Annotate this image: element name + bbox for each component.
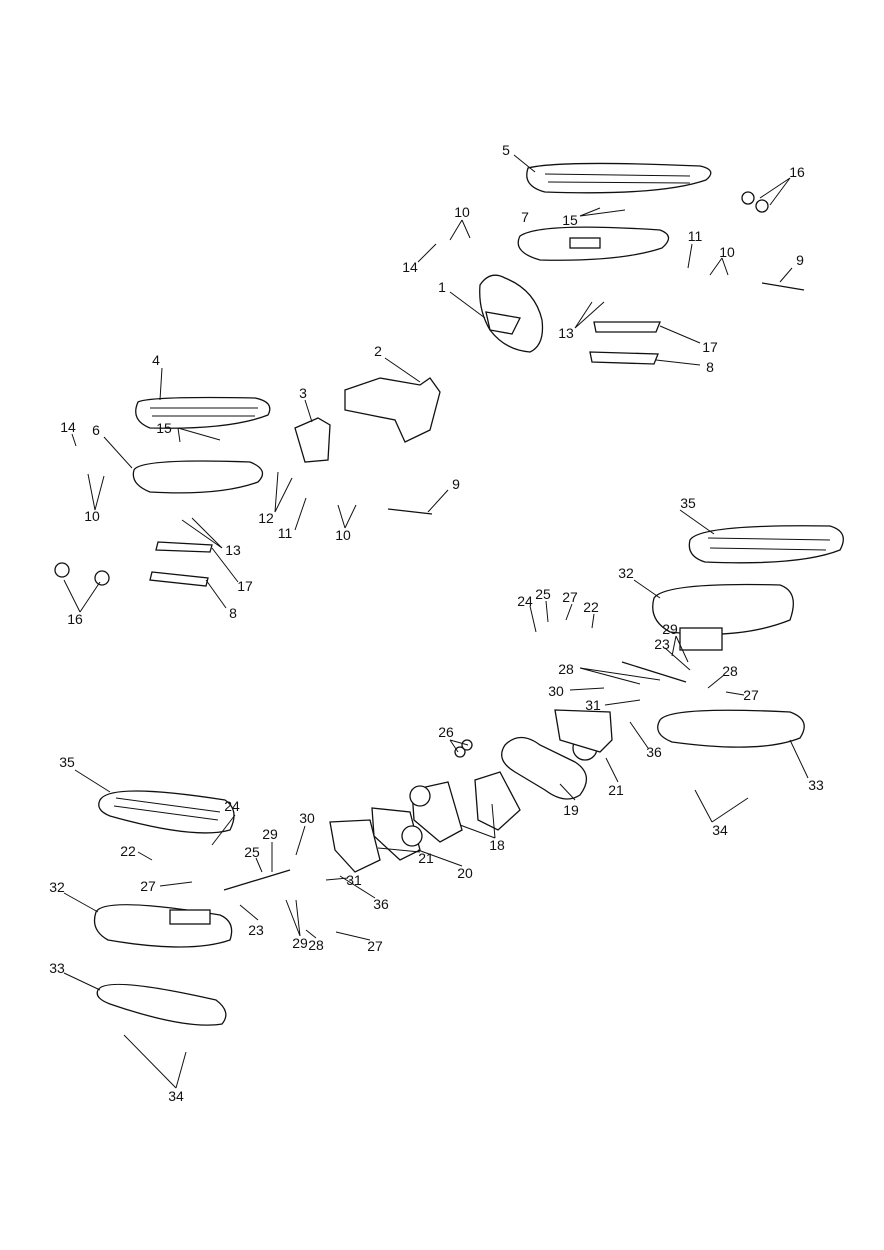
callout-label: 25 xyxy=(535,586,551,602)
callout-label: 27 xyxy=(367,938,383,954)
callout-label: 30 xyxy=(548,683,564,699)
callout-label: 15 xyxy=(562,212,578,228)
callout-label: 10 xyxy=(719,244,735,260)
callout-label: 17 xyxy=(237,578,253,594)
callout-label: 24 xyxy=(224,798,240,814)
callout-label: 16 xyxy=(67,611,83,627)
footboard-part-35-right xyxy=(688,525,844,564)
callout-label: 36 xyxy=(373,896,389,912)
callout-label: 18 xyxy=(489,837,505,853)
callout-label: 19 xyxy=(563,802,579,818)
leader-lines xyxy=(63,154,809,1089)
footboard-mount-part-6 xyxy=(132,460,264,494)
callout-label: 9 xyxy=(452,476,460,492)
callout-label: 33 xyxy=(808,777,824,793)
callout-label: 28 xyxy=(722,663,738,679)
callout-label: 29 xyxy=(292,935,308,951)
callout-label: 10 xyxy=(84,508,100,524)
callout-label: 2 xyxy=(374,343,382,359)
callout-label: 32 xyxy=(49,879,65,895)
bracket-part-1 xyxy=(479,274,544,353)
callout-label: 13 xyxy=(558,325,574,341)
callout-label: 25 xyxy=(244,844,260,860)
callout-label: 14 xyxy=(60,419,76,435)
callout-label: 29 xyxy=(262,826,278,842)
cover-part-3 xyxy=(294,417,331,463)
callout-label: 28 xyxy=(558,661,574,677)
board-part-32-left xyxy=(93,904,233,948)
callout-label: 12 xyxy=(258,510,274,526)
callout-label: 8 xyxy=(706,359,714,375)
callout-label: 11 xyxy=(277,525,293,541)
callout-label: 36 xyxy=(646,744,662,760)
callout-label: 34 xyxy=(712,822,728,838)
callout-label: 9 xyxy=(796,252,804,268)
callout-label: 13 xyxy=(225,542,241,558)
callout-label: 33 xyxy=(49,960,65,976)
callout-label: 31 xyxy=(585,697,601,713)
callout-label: 10 xyxy=(454,204,470,220)
cover-part-33-right xyxy=(657,709,805,748)
callout-label: 7 xyxy=(521,209,529,225)
callout-label: 30 xyxy=(299,810,315,826)
callout-label: 35 xyxy=(680,495,696,511)
callout-label: 15 xyxy=(156,420,172,436)
callout-label: 17 xyxy=(702,339,718,355)
footboard-part-4 xyxy=(135,396,271,429)
callout-label: 29 xyxy=(662,621,678,637)
callout-label: 16 xyxy=(789,164,805,180)
callout-label: 3 xyxy=(299,385,307,401)
callout-label: 5 xyxy=(502,142,510,158)
footboard-part-5 xyxy=(526,162,712,194)
callout-label: 31 xyxy=(346,872,362,888)
callout-label: 10 xyxy=(335,527,351,543)
callout-label: 8 xyxy=(229,605,237,621)
callout-label: 27 xyxy=(562,589,578,605)
bracket-part-2 xyxy=(344,377,441,443)
callout-label: 26 xyxy=(438,724,454,740)
callout-label: 34 xyxy=(168,1088,184,1104)
callout-label: 23 xyxy=(248,922,264,938)
callout-label: 24 xyxy=(517,593,533,609)
cover-part-33-left xyxy=(96,983,227,1026)
callout-label: 35 xyxy=(59,754,75,770)
callout-label: 22 xyxy=(583,599,599,615)
callout-label: 11 xyxy=(687,228,703,244)
callout-label: 6 xyxy=(92,422,100,438)
callout-label: 14 xyxy=(402,259,418,275)
footboard-mount-part-7 xyxy=(517,226,670,261)
callout-label: 32 xyxy=(618,565,634,581)
callout-label: 1 xyxy=(438,279,446,295)
callout-label: 21 xyxy=(418,850,434,866)
callout-label: 20 xyxy=(457,865,473,881)
callout-label: 28 xyxy=(308,937,324,953)
arm-part-19 xyxy=(501,736,587,800)
callout-label: 21 xyxy=(608,782,624,798)
footboard-part-35-left xyxy=(98,790,235,834)
callout-label: 23 xyxy=(654,636,670,652)
board-part-32-right xyxy=(652,583,794,651)
callout-label: 4 xyxy=(152,352,160,368)
callout-label: 27 xyxy=(743,687,759,703)
callout-label: 27 xyxy=(140,878,156,894)
callout-label: 22 xyxy=(120,843,136,859)
